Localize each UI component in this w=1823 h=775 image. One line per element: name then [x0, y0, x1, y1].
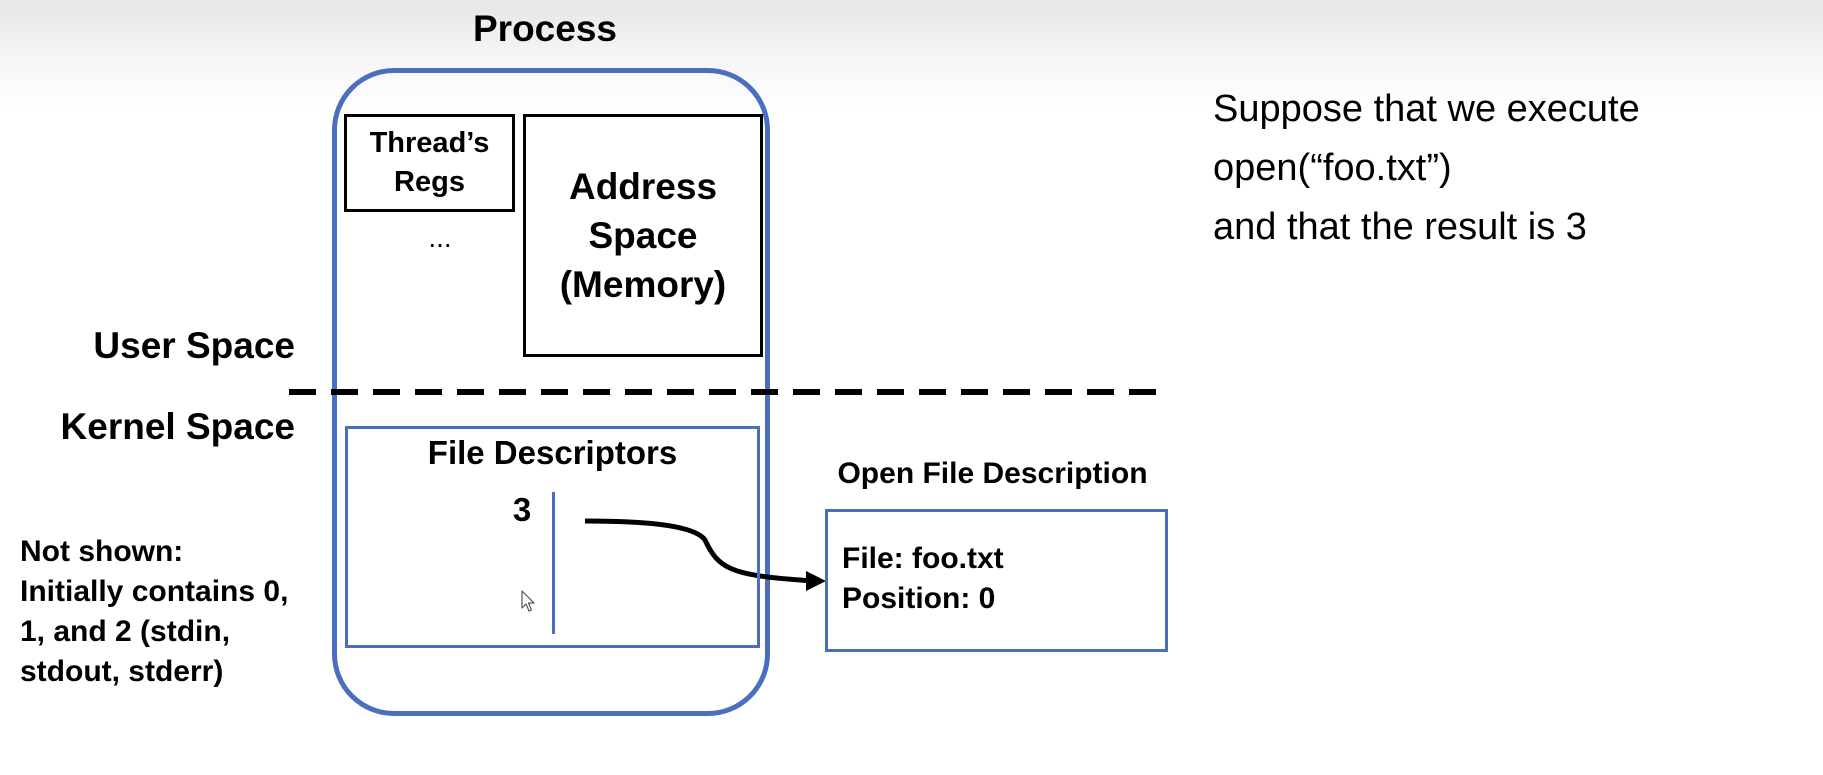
description-line-2: open(“foo.txt”)	[1213, 147, 1452, 189]
slide-description: Suppose that we execute open(“foo.txt”) …	[1213, 80, 1773, 257]
thread-ellipsis: ...	[428, 222, 452, 253]
ofd-position-line: Position: 0	[842, 582, 996, 615]
file-descriptors-title: File Descriptors	[427, 434, 678, 471]
description-line-3: and that the result is 3	[1213, 206, 1587, 248]
open-file-description-box	[825, 509, 1168, 652]
description-line-1: Suppose that we execute	[1213, 88, 1640, 130]
user-space-label: User Space	[93, 325, 295, 366]
file-descriptor-number: 3	[512, 491, 532, 528]
arrowhead-icon	[806, 571, 826, 591]
ofd-file-line: File: foo.txt	[842, 542, 1004, 575]
open-file-description-title: Open File Description	[837, 457, 1148, 490]
mouse-pointer-icon	[521, 590, 535, 612]
file-descriptor-separator	[552, 492, 555, 634]
address-space-box: Address Space (Memory)	[523, 114, 763, 357]
address-space-label: Address Space (Memory)	[559, 166, 727, 305]
file-descriptors-box	[345, 426, 760, 648]
kernel-space-label: Kernel Space	[60, 406, 295, 447]
not-shown-note: Not shown: Initially contains 0, 1, and …	[20, 535, 289, 688]
process-title: Process	[473, 8, 617, 49]
threads-regs-box: Thread’s Regs	[344, 114, 515, 212]
threads-regs-label: Thread’s Regs	[369, 127, 490, 198]
